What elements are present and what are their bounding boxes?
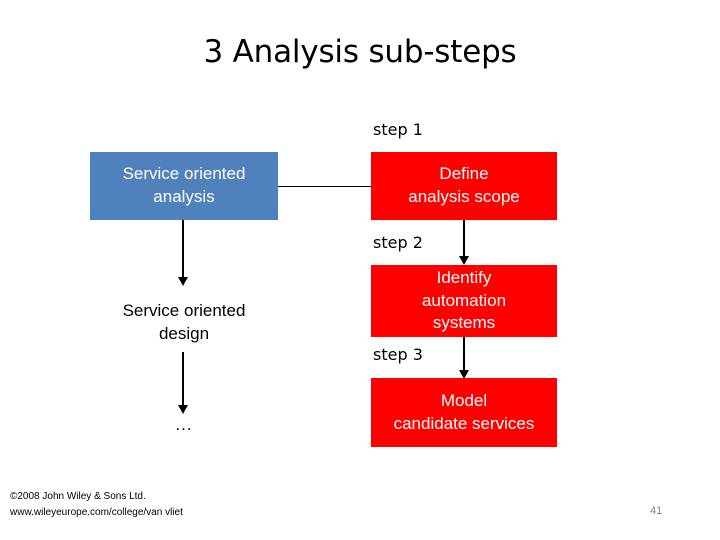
footer-website: www.wileyeurope.com/college/van vliet bbox=[10, 506, 183, 518]
arrowhead-down-icon bbox=[459, 256, 469, 265]
step-label-1: step 1 bbox=[373, 120, 423, 139]
connector-identify-to-model bbox=[463, 337, 465, 374]
step-label-3: step 3 bbox=[373, 345, 423, 364]
node-service-oriented-analysis[interactable]: Service oriented analysis bbox=[90, 152, 278, 220]
node-label-line2: automation bbox=[421, 290, 507, 310]
node-label-line2: candidate services bbox=[393, 413, 535, 433]
arrowhead-down-icon bbox=[178, 405, 188, 414]
node-label-line2: analysis scope bbox=[408, 187, 520, 206]
node-define-analysis-scope[interactable]: Define analysis scope bbox=[371, 152, 557, 220]
node-label: Model candidate services bbox=[394, 390, 535, 436]
node-model-candidate-services[interactable]: Model candidate services bbox=[371, 378, 557, 447]
arrowhead-down-icon bbox=[178, 277, 188, 286]
node-label-line3: systems bbox=[432, 313, 496, 333]
node-label: Define analysis scope bbox=[408, 163, 520, 209]
node-label: Identify automation systems bbox=[422, 267, 506, 336]
step-label-2: step 2 bbox=[373, 233, 423, 252]
node-label-line1: Model bbox=[440, 390, 488, 410]
connector-define-to-identify bbox=[463, 220, 465, 260]
node-label-line1: Service oriented bbox=[122, 301, 246, 320]
node-label-line1: Define bbox=[439, 164, 489, 184]
node-label-line1: Service oriented bbox=[122, 164, 246, 184]
node-label-line1: Identify bbox=[436, 267, 492, 287]
page-number: 41 bbox=[650, 505, 663, 517]
node-label: Service oriented analysis bbox=[123, 163, 246, 209]
node-service-oriented-design[interactable]: Service oriented design bbox=[90, 300, 278, 346]
page-title: 3 Analysis sub-steps bbox=[203, 34, 517, 70]
node-identify-automation-systems[interactable]: Identify automation systems bbox=[371, 265, 557, 337]
footer-copyright: ©2008 John Wiley & Sons Ltd. bbox=[10, 491, 146, 502]
connector-analysis-to-define bbox=[278, 186, 371, 187]
node-label-line2: design bbox=[158, 323, 210, 343]
footer: ©2008 John Wiley & Sons Ltd. www.wileyeu… bbox=[10, 489, 183, 520]
node-label-line2: analysis bbox=[153, 187, 215, 206]
connector-analysis-to-design bbox=[182, 220, 184, 282]
node-ellipsis: ... bbox=[175, 415, 193, 434]
arrowhead-down-icon bbox=[459, 370, 469, 379]
connector-design-to-ellipsis bbox=[182, 352, 184, 410]
